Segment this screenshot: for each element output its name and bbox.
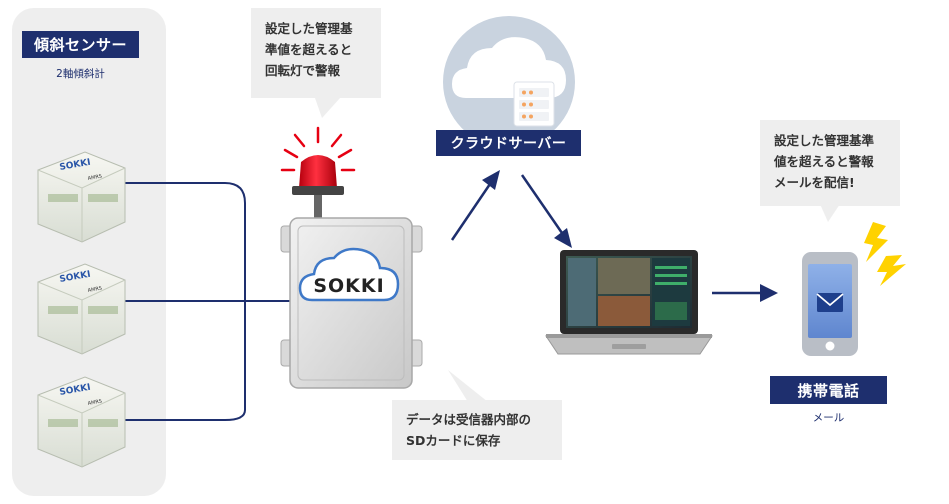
sensor-title-tag: 傾斜センサー bbox=[22, 31, 139, 58]
sensor-device-1: SOKKI AMRS bbox=[37, 151, 126, 243]
phone-title-tag: 携帯電話 bbox=[770, 376, 887, 404]
smartphone-icon bbox=[802, 252, 858, 356]
arrow-laptop-to-phone bbox=[712, 284, 778, 302]
arrow-cloud-to-laptop bbox=[520, 174, 572, 248]
phone-subtitle: メール bbox=[812, 412, 845, 424]
mail-callout-line-1: 設定した管理基準 bbox=[774, 133, 875, 148]
alarm-callout-line-3: 回転灯で警報 bbox=[265, 63, 341, 78]
cloud-server-icon bbox=[443, 16, 575, 148]
sensor-bus-line bbox=[122, 182, 246, 421]
phone-title: 携帯電話 bbox=[797, 381, 860, 400]
alarm-callout: 設定した管理基 準値を超えると 回転灯で警報 bbox=[251, 8, 381, 98]
sensor-title: 傾斜センサー bbox=[33, 36, 127, 54]
sd-callout-tail bbox=[448, 370, 488, 402]
sd-callout: データは受信器内部の SDカードに保存 bbox=[392, 400, 562, 460]
sensor-connection-lines bbox=[122, 182, 292, 421]
mail-callout-line-3: メールを配信! bbox=[774, 175, 855, 190]
sd-callout-line-1: データは受信器内部の bbox=[406, 412, 532, 427]
mail-callout: 設定した管理基準 値を超えると警報 メールを配信! bbox=[760, 120, 900, 206]
sd-callout-line-2: SDカードに保存 bbox=[406, 433, 501, 448]
laptop-icon bbox=[545, 250, 713, 355]
svg-text:AMRS: AMRS bbox=[87, 399, 102, 407]
logger-brand: SOKKI bbox=[313, 275, 384, 297]
mail-callout-line-2: 値を超えると警報 bbox=[774, 154, 874, 169]
alarm-lamp-icon bbox=[280, 126, 356, 219]
cloud-server-label: クラウドサーバー bbox=[450, 136, 567, 152]
sensor-subtitle: 2軸傾斜計 bbox=[56, 68, 105, 80]
svg-text:AMRS: AMRS bbox=[87, 174, 102, 182]
data-logger-box: SOKKI bbox=[280, 217, 423, 389]
alarm-callout-line-1: 設定した管理基 bbox=[265, 21, 353, 36]
arrow-logger-to-cloud bbox=[450, 170, 500, 241]
mail-callout-tail bbox=[820, 204, 840, 222]
cloud-server-tag: クラウドサーバー bbox=[436, 130, 581, 156]
cloud-logo-icon bbox=[298, 247, 400, 302]
mail-envelope-icon bbox=[816, 293, 844, 312]
alarm-callout-tail bbox=[315, 98, 340, 118]
sensor-device-2: SOKKI AMRS bbox=[37, 263, 126, 355]
lightning-icon bbox=[864, 222, 906, 286]
sensor-device-3: SOKKI AMRS bbox=[37, 376, 126, 468]
alarm-callout-line-2: 準値を超えると bbox=[265, 42, 353, 57]
svg-text:AMRS: AMRS bbox=[87, 286, 102, 294]
